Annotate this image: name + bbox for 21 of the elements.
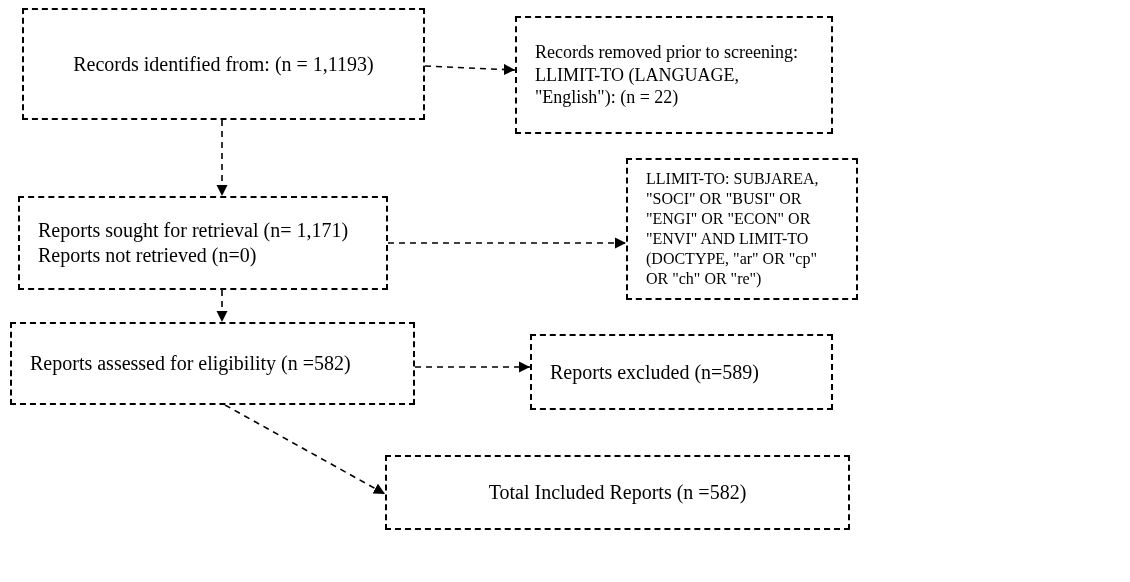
process-box [10,322,415,405]
process-box [18,196,388,290]
box-text: Records removed prior to screening: LLIMIT-TO (LANGUAGE, "English"): (n = 22) [535,41,799,109]
dashed-arrow [387,237,627,249]
process-box [515,16,833,134]
box-text: Reports not retrieved (n=0) [38,243,257,268]
dashed-arrow [224,404,386,495]
box-text: LLIMIT-TO: SUBJAREA, "SOCI" OR "BUSI" OR "ENGI" OR "ECON" OR "ENVI" AND LIMIT-TO (DOCTYPE, "ar" OR "cp" OR "ch" OR "re") [646,169,820,289]
box-text: Total Included Reports (n =582) [488,480,747,505]
process-box [626,158,858,300]
dashed-arrow [216,289,228,323]
box-text: Reports assessed for eligibility (n =582) [30,351,351,376]
dashed-arrow [216,119,228,197]
dashed-arrow [424,63,516,76]
dashed-arrow [414,361,531,373]
box-text: Reports excluded (n=589) [550,359,759,385]
process-box [385,455,850,530]
box-text: Reports sought for retrieval (n= 1,171) [38,218,349,243]
process-box [530,334,833,410]
box-text: Records identified from: (n = 1,1193) [73,51,374,77]
process-box [22,8,425,120]
